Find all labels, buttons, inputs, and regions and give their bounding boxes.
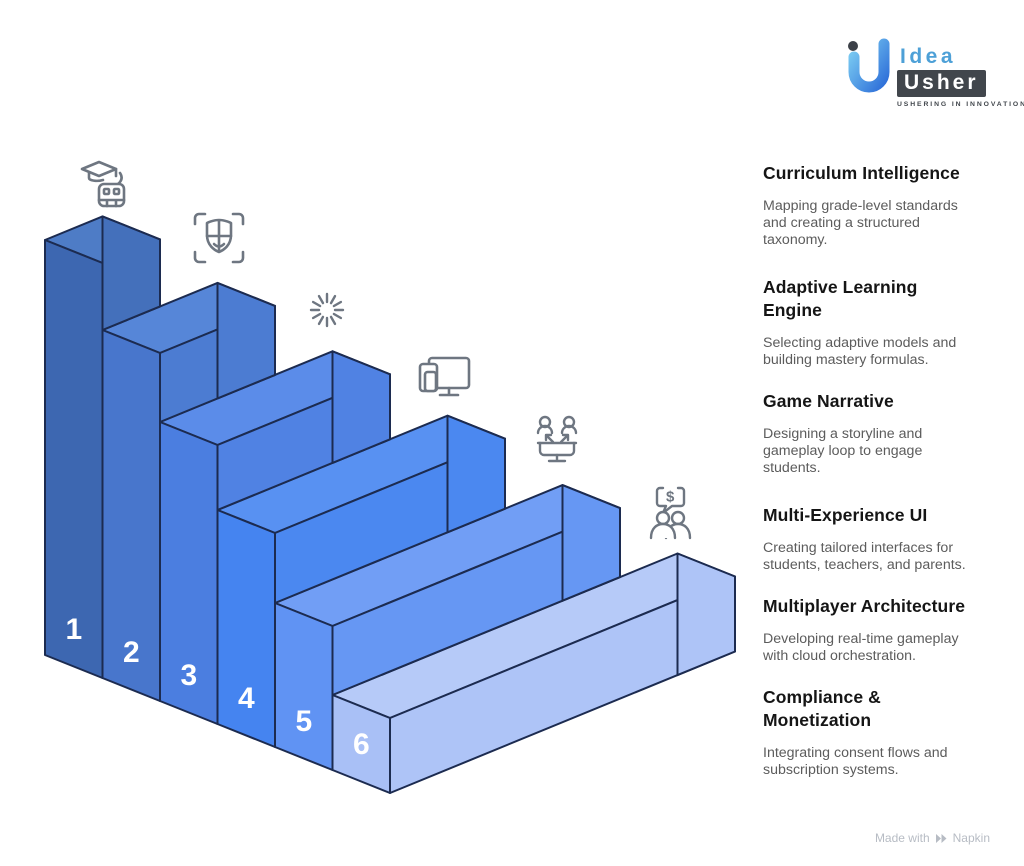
section-description: Designing a storyline and gameplay loop … [763,425,923,477]
money-chat-icon: $ [638,480,702,544]
step-4-number: 4 [238,682,255,715]
section-title: Multiplayer Architecture [763,596,966,616]
section-description: Integrating consent flows and subscripti… [763,744,948,778]
made-with-text: Made with [874,831,930,845]
logo-idea-text: Idea [900,45,957,68]
logo-usher-badge: Usher [897,70,986,98]
step-2-number: 2 [123,636,140,669]
graduation-robot-icon [72,154,136,218]
step-3-number: 3 [180,659,197,692]
screen-users-icon [525,409,589,473]
section-title: Curriculum Intelligence [763,163,960,183]
devices-icon [413,346,477,410]
section-description: Selecting adaptive models and building m… [763,334,957,368]
logo-tagline: USHERING IN INNOVATION [897,101,1024,109]
svg-text:$: $ [666,489,675,506]
step-5-front-face [274,602,334,771]
step-6-end-face [676,552,736,677]
step-1-front-face [44,239,104,679]
section-multiplayer-architecture: Multiplayer Architecture Developing real… [763,595,991,665]
step-4-end-face [446,414,506,534]
starburst-icon [295,278,359,342]
section-title: Multi-Experience UI [763,505,928,525]
napkin-brand-text: Napkin [952,831,990,845]
face-scan-icon [187,206,251,270]
step-1-number: 1 [65,613,82,646]
section-compliance-monetization: Compliance & Monetization Integrating co… [763,686,991,779]
napkin-logo-icon [935,833,947,843]
section-curriculum-intelligence: Curriculum Intelligence Mapping grade-le… [763,162,991,250]
made-with-napkin: Made with Napkin [875,831,990,845]
section-game-narrative: Game Narrative Designing a storyline and… [763,390,991,478]
section-description: Mapping grade-level standards and creati… [763,197,958,249]
section-adaptive-learning-engine: Adaptive Learning Engine Selecting adapt… [763,276,991,369]
step-6-number: 6 [353,728,370,761]
section-title: Adaptive Learning Engine [763,277,918,320]
idea-usher-logo: Idea Usher USHERING IN INNOVATION [845,38,1024,109]
section-title: Compliance & Monetization [763,687,881,730]
step-2-end-face [216,281,276,400]
step-5-number: 5 [295,705,312,738]
section-title: Game Narrative [763,391,894,411]
section-multi-experience-ui: Multi-Experience UI Creating tailored in… [763,504,991,574]
step-5-end-face [561,484,621,602]
logo-u-icon [845,38,893,96]
step-3-end-face [331,350,391,464]
section-description: Developing real-time gameplay with cloud… [763,630,959,665]
section-description: Creating tailored interfaces for student… [763,539,966,574]
